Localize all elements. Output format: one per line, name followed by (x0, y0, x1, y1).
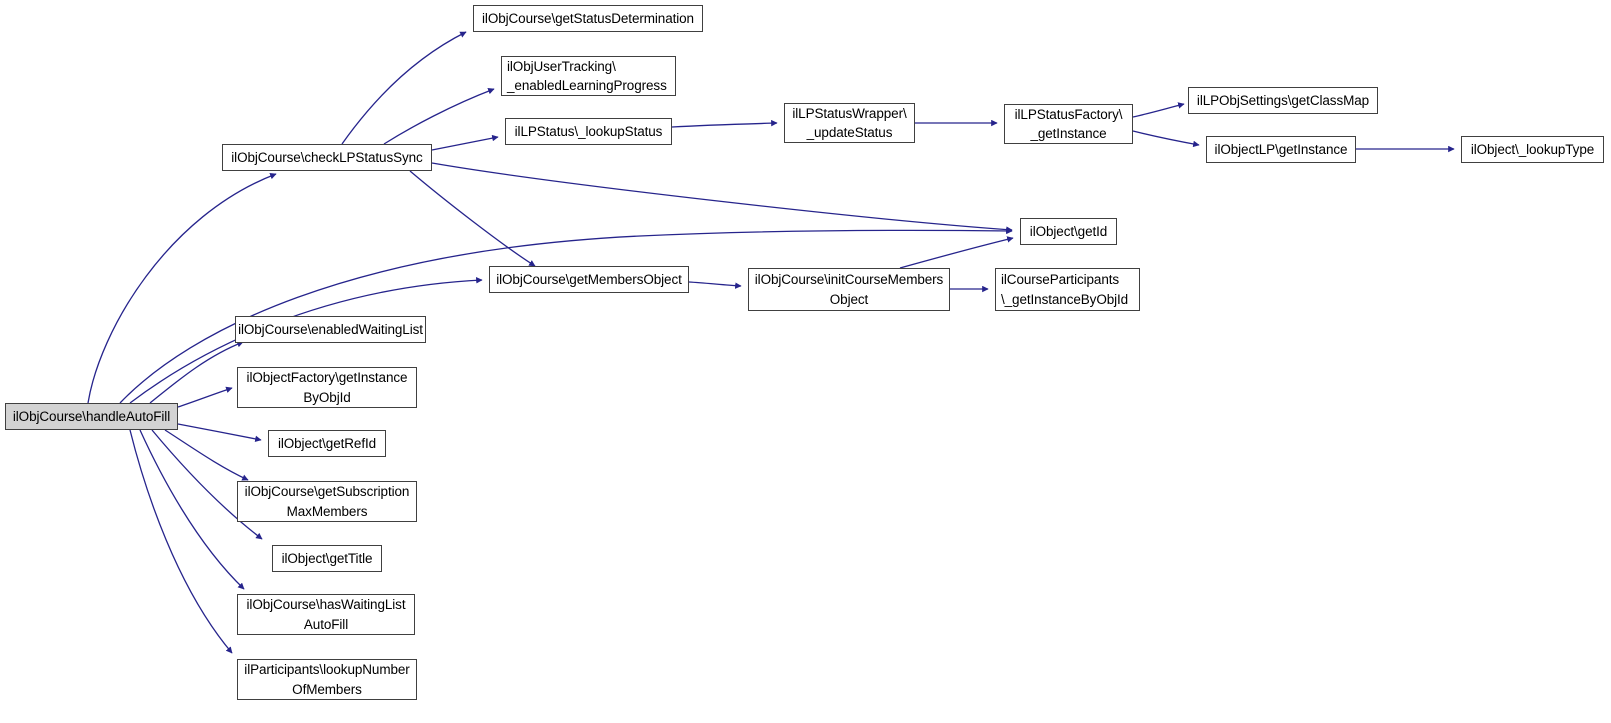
graph-node-lookupStatus[interactable]: ilLPStatus\_lookupStatus (505, 118, 672, 145)
graph-node-handleAutoFill[interactable]: ilObjCourse\handleAutoFill (5, 403, 178, 430)
graph-node-label: ilObjCourse\initCourseMembers Object (754, 272, 944, 307)
graph-edge-lookupStatus-to-updateStatus (671, 119, 778, 128)
graph-node-lookupNumberOfMembers[interactable]: ilParticipants\lookupNumber OfMembers (237, 659, 417, 700)
graph-edge-checkLPStatusSync-to-getStatusDetermination (341, 31, 467, 145)
graph-node-enabledLearningProgress[interactable]: ilObjUserTracking\ _enabledLearningProgr… (501, 56, 676, 96)
graph-node-label: ilObjCourse\hasWaitingList AutoFill (246, 597, 406, 632)
graph-node-getMembersObject[interactable]: ilObjCourse\getMembersObject (489, 266, 689, 293)
graph-node-label: ilLPObjSettings\getClassMap (1196, 92, 1370, 108)
graph-edge-handleAutoFill-to-enabledWaitingList (149, 341, 244, 404)
graph-node-label: ilParticipants\lookupNumber OfMembers (244, 662, 410, 697)
graph-node-label: ilObjCourse\handleAutoFill (12, 408, 171, 424)
graph-edge-handleAutoFill-to-getSubscriptionMaxMembers (164, 429, 249, 481)
graph-edge-checkLPStatusSync-to-lookupStatus (431, 134, 499, 151)
graph-node-label: ilObjCourse\enabledWaitingList (238, 321, 423, 337)
graph-node-getSubscriptionMaxMembers[interactable]: ilObjCourse\getSubscription MaxMembers (237, 481, 417, 522)
graph-edge-checkLPStatusSync-to-getId (431, 162, 1013, 233)
graph-node-getTitle[interactable]: ilObject\getTitle (272, 545, 382, 572)
graph-node-label: ilLPStatusFactory\ _getInstance (1014, 106, 1123, 141)
graph-node-label: ilObjCourse\checkLPStatusSync (231, 149, 423, 165)
graph-node-getId[interactable]: ilObject\getId (1020, 218, 1117, 245)
graph-node-label: ilObjectLP\getInstance (1214, 141, 1348, 157)
graph-node-label: ilObject\_lookupType (1470, 141, 1595, 157)
graph-node-label: ilLPStatus\_lookupStatus (514, 123, 663, 139)
graph-node-label: ilObject\getTitle (281, 550, 373, 566)
graph-node-enabledWaitingList[interactable]: ilObjCourse\enabledWaitingList (235, 316, 426, 343)
graph-node-objectLPGetInstance[interactable]: ilObjectLP\getInstance (1206, 136, 1356, 163)
graph-node-getClassMap[interactable]: ilLPObjSettings\getClassMap (1188, 87, 1378, 114)
graph-node-objectFactoryGetInstanceByObjId[interactable]: ilObjectFactory\getInstance ByObjId (237, 367, 417, 408)
graph-node-label: ilObjCourse\getStatusDetermination (482, 10, 694, 26)
graph-edge-initCourseMembersObject-to-getId (899, 236, 1014, 269)
graph-node-getInstanceByObjIdCP[interactable]: ilCourseParticipants \_getInstanceByObjI… (995, 268, 1140, 311)
graph-node-label: ilCourseParticipants \_getInstanceByObjI… (1001, 272, 1129, 307)
graph-node-label: ilObject\getId (1029, 223, 1108, 239)
graph-node-label: ilObjUserTracking\ _enabledLearningProgr… (507, 58, 667, 93)
graph-node-updateStatus[interactable]: ilLPStatusWrapper\ _updateStatus (784, 103, 915, 143)
graph-edge-handleAutoFill-to-lookupNumberOfMembers (129, 429, 233, 654)
graph-node-initCourseMembersObject[interactable]: ilObjCourse\initCourseMembers Object (748, 268, 950, 311)
graph-edge-getInstanceFactory-to-getClassMap (1132, 102, 1185, 118)
graph-edge-checkLPStatusSync-to-getMembersObject (409, 170, 536, 267)
graph-node-getInstanceFactory[interactable]: ilLPStatusFactory\ _getInstance (1004, 104, 1133, 144)
graph-node-lookupType[interactable]: ilObject\_lookupType (1461, 136, 1604, 163)
graph-node-getStatusDetermination[interactable]: ilObjCourse\getStatusDetermination (473, 5, 703, 32)
graph-edge-handleAutoFill-to-hasWaitingListAutoFill (139, 429, 245, 590)
graph-node-checkLPStatusSync[interactable]: ilObjCourse\checkLPStatusSync (222, 144, 432, 171)
graph-edge-handleAutoFill-to-getRefId (177, 423, 262, 443)
graph-edge-getMembersObject-to-initCourseMembersObject (688, 281, 742, 289)
graph-node-label: ilLPStatusWrapper\ _updateStatus (792, 105, 907, 140)
graph-edge-getInstanceFactory-to-objectLPGetInstance (1132, 130, 1200, 148)
graph-node-getRefId[interactable]: ilObject\getRefId (268, 430, 386, 457)
graph-node-label: ilObjectFactory\getInstance ByObjId (246, 370, 408, 405)
graph-node-hasWaitingListAutoFill[interactable]: ilObjCourse\hasWaitingList AutoFill (237, 594, 415, 635)
graph-node-label: ilObject\getRefId (277, 435, 377, 451)
graph-edge-handleAutoFill-to-objectFactoryGetInstanceByObjId (177, 386, 233, 408)
graph-node-label: ilObjCourse\getSubscription MaxMembers (244, 484, 410, 519)
graph-edge-checkLPStatusSync-to-enabledLearningProgress (383, 88, 495, 145)
graph-node-label: ilObjCourse\getMembersObject (496, 271, 682, 287)
